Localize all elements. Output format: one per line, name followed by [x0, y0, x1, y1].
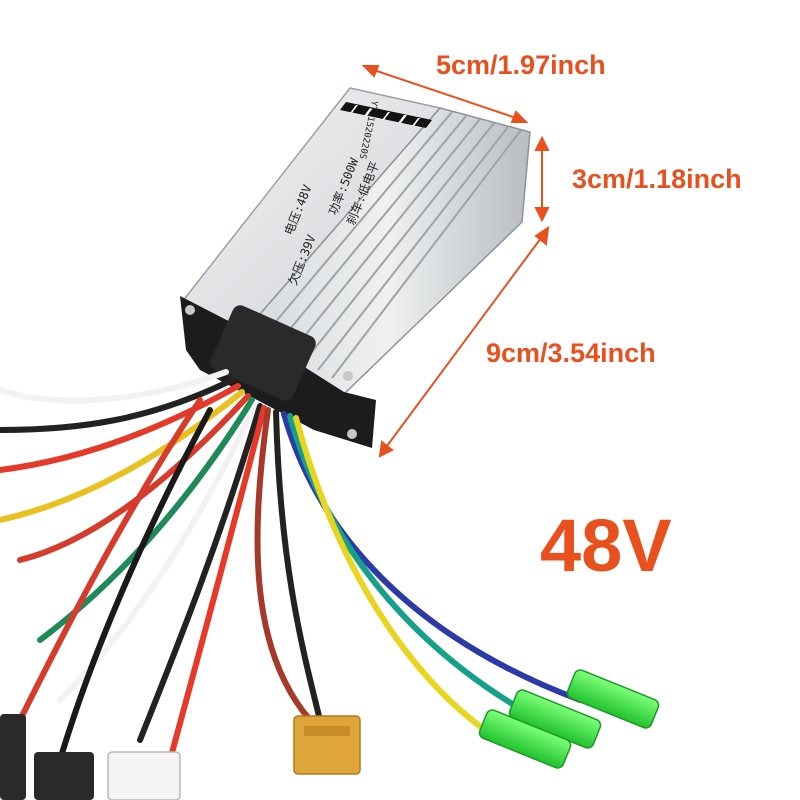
- height-dimension-arrow: [534, 135, 550, 223]
- voltage-label: 48V: [540, 504, 672, 587]
- green-connectors: [478, 669, 660, 769]
- barcode-gaps: [350, 105, 420, 126]
- height-dimension-label: 3cm/1.18inch: [572, 164, 742, 194]
- screw: [347, 429, 357, 439]
- length-dimension-arrow: [378, 225, 550, 458]
- width-dimension-arrow: [361, 65, 529, 123]
- width-dimension-label: 5cm/1.97inch: [436, 50, 606, 80]
- length-dimension-label: 9cm/3.54inch: [486, 338, 656, 368]
- housing-fin-side: [244, 107, 531, 395]
- white-connectors: [0, 714, 181, 800]
- heatsink-fins: [261, 111, 522, 379]
- wire-harness: [0, 369, 583, 763]
- xt60-connector: [293, 715, 361, 775]
- screw: [185, 305, 195, 315]
- cable-gland: [210, 305, 316, 401]
- screw: [343, 371, 353, 381]
